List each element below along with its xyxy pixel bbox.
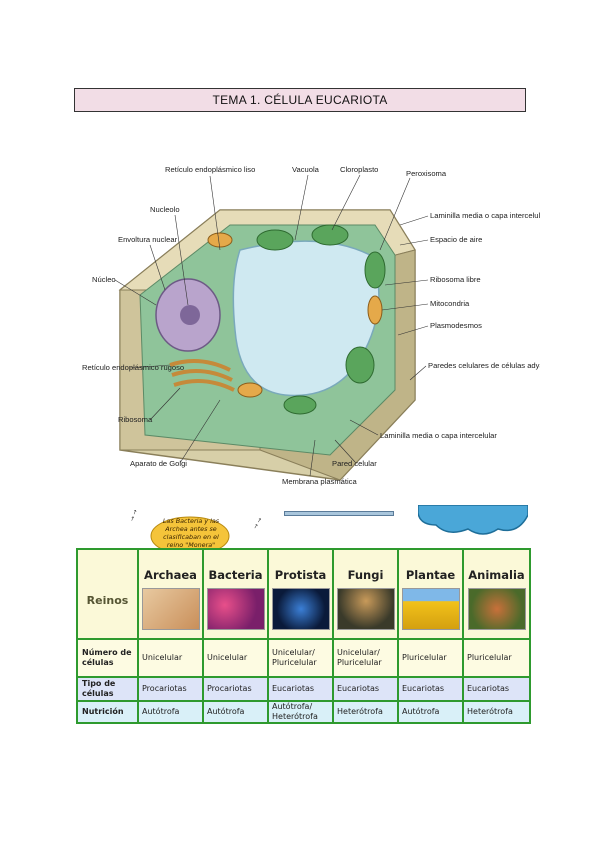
label-laminilla-top: Laminilla media o capa intercelular (430, 211, 540, 220)
label-golgi: Aparato de Golgi (130, 459, 187, 468)
table-cell: Eucariotas (398, 677, 463, 701)
archaea-image (142, 588, 200, 630)
row-label-nutricion: Nutrición (77, 701, 138, 723)
kingdom-fungi: Fungi (333, 549, 398, 639)
table-cell: Pluricelular (463, 639, 530, 677)
table-cell: Heterótrofa (463, 701, 530, 723)
table-cell: Unicelular (138, 639, 203, 677)
table-cell: Eucariotas (333, 677, 398, 701)
chloroplast (257, 230, 293, 250)
label-nucleo: Núcleo (92, 275, 116, 284)
table-cell: Autótrofa/ Heterótrofa (268, 701, 333, 723)
table-header-label: Reinos (77, 549, 138, 639)
table-row: Nutrición Autótrofa Autótrofa Autótrofa/… (77, 701, 530, 723)
table-cell: Unicelular/ Pluricelular (333, 639, 398, 677)
plant-cell-diagram: Retículo endoplásmico liso Vacuola Cloro… (70, 150, 540, 500)
label-espacio-aire: Espacio de aire (430, 235, 482, 244)
row-label-tipo: Tipo de células (77, 677, 138, 701)
label-paredes: Paredes celulares de células adyacentes (428, 361, 540, 370)
label-reticulo-liso: Retículo endoplásmico liso (165, 165, 255, 174)
label-mitocondria: Mitocondria (430, 299, 470, 308)
fungi-image (337, 588, 395, 630)
kingdom-animalia: Animalia (463, 549, 530, 639)
rotated-mark-right: → → (252, 517, 264, 531)
label-peroxisoma: Peroxisoma (406, 169, 447, 178)
label-plasmodesmos: Plasmodesmos (430, 321, 482, 330)
label-ribosoma: Ribosoma (118, 415, 153, 424)
kingdom-protista: Protista (268, 549, 333, 639)
decorative-bar (284, 511, 394, 516)
decorative-cloud (418, 505, 528, 535)
label-laminilla-bottom: Laminilla media o capa intercelular (380, 431, 497, 440)
plantae-image (402, 588, 460, 630)
table-cell: Procariotas (138, 677, 203, 701)
table-row: Tipo de células Procariotas Procariotas … (77, 677, 530, 701)
kingdom-archaea: Archaea (138, 549, 203, 639)
table-cell: Autótrofa (203, 701, 268, 723)
table-cell: Eucariotas (268, 677, 333, 701)
label-pared: Pared celular (332, 459, 377, 468)
nucleolus (180, 305, 200, 325)
label-envoltura: Envoltura nuclear (118, 235, 178, 244)
note-text: Las Bacteria y las Archea antes se clasi… (160, 517, 222, 549)
label-ribosoma-libre: Ribosoma libre (430, 275, 481, 284)
page-title: TEMA 1. CÉLULA EUCARIOTA (74, 88, 526, 112)
table-cell: Pluricelular (398, 639, 463, 677)
table-cell: Procariotas (203, 677, 268, 701)
table-cell: Heterótrofa (333, 701, 398, 723)
label-vacuola: Vacuola (292, 165, 320, 174)
table-header-row: Reinos Archaea Bacteria Protista Fungi P… (77, 549, 530, 639)
row-label-numero: Número de células (77, 639, 138, 677)
table-cell: Autótrofa (398, 701, 463, 723)
table-row: Número de células Unicelular Unicelular … (77, 639, 530, 677)
table-cell: Eucariotas (463, 677, 530, 701)
label-membrana: Membrana plasmática (282, 477, 357, 486)
mitochondrion (368, 296, 382, 324)
label-nucleolo: Nucleolo (150, 205, 180, 214)
table-cell: Unicelular (203, 639, 268, 677)
rotated-mark-left: → → (129, 509, 140, 523)
label-cloroplasto: Cloroplasto (340, 165, 378, 174)
kingdoms-table: Reinos Archaea Bacteria Protista Fungi P… (76, 548, 531, 724)
table-cell: Unicelular/ Pluricelular (268, 639, 333, 677)
animalia-image (468, 588, 526, 630)
kingdom-bacteria: Bacteria (203, 549, 268, 639)
bacteria-image (207, 588, 265, 630)
table-cell: Autótrofa (138, 701, 203, 723)
protista-image (272, 588, 330, 630)
kingdom-plantae: Plantae (398, 549, 463, 639)
